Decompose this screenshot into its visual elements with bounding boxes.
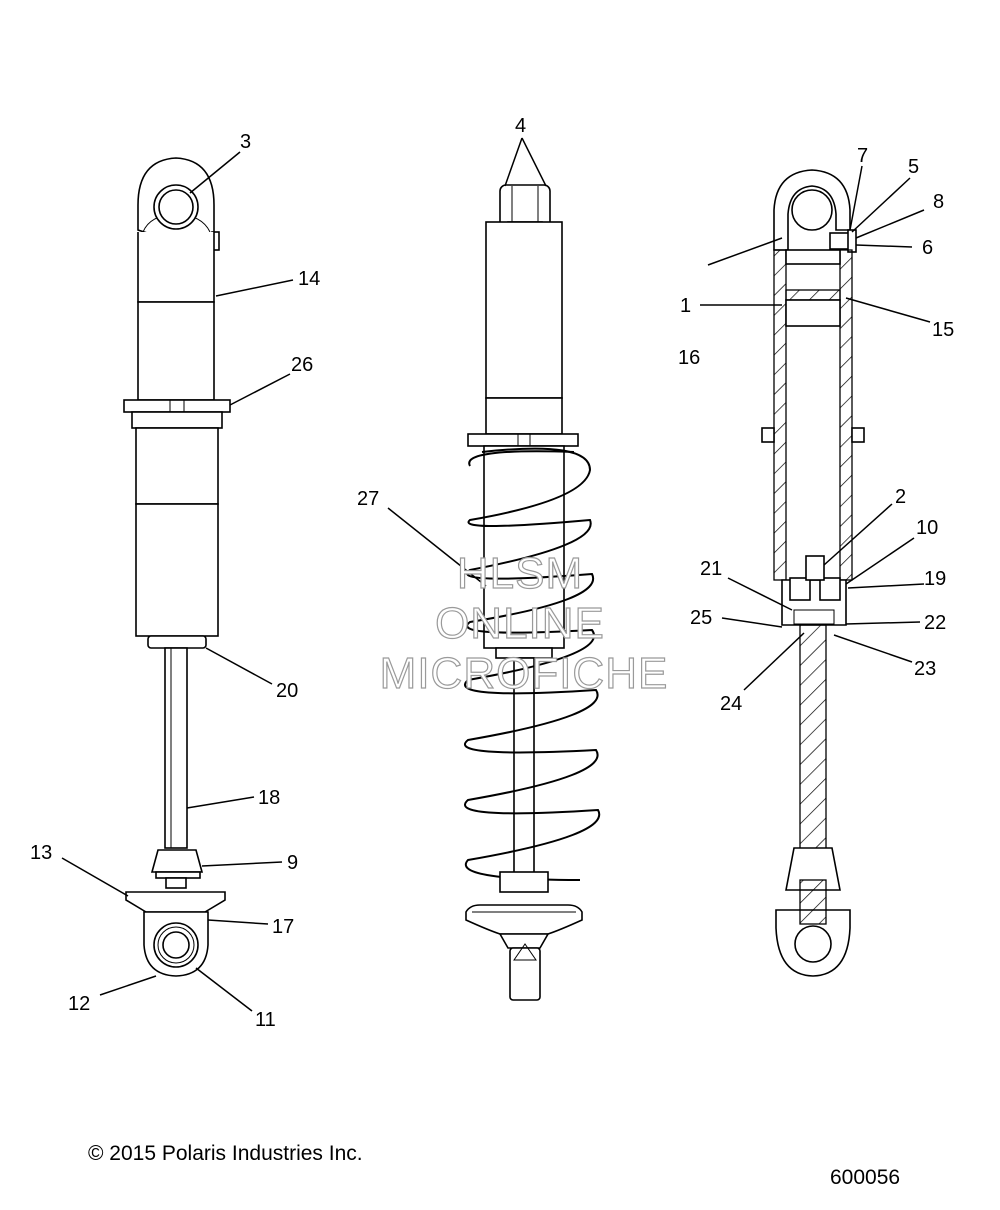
callout-9: 9 (287, 852, 298, 874)
callout-15: 15 (932, 319, 954, 341)
callout-25: 25 (690, 607, 712, 629)
callout-27: 27 (357, 488, 379, 510)
callout-13: 13 (30, 842, 52, 864)
callout-17: 17 (272, 916, 294, 938)
callout-19: 19 (924, 568, 946, 590)
watermark-line2: ONLINE (435, 599, 605, 648)
left-shock-exterior (123, 157, 231, 977)
callout-3: 3 (240, 131, 251, 153)
copyright-text: © 2015 Polaris Industries Inc. (88, 1142, 363, 1165)
callout-21: 21 (700, 558, 722, 580)
callout-14: 14 (298, 268, 320, 290)
callout-22: 22 (924, 612, 946, 634)
watermark-line3: MICROFICHE (380, 649, 669, 698)
callout-2: 2 (895, 486, 906, 508)
callout-7: 7 (857, 145, 868, 167)
callout-1: 1 (680, 295, 691, 317)
watermark: HLSM ONLINE MICROFICHE (379, 548, 669, 698)
center-shock-with-spring (464, 184, 601, 1001)
callout-5: 5 (908, 156, 919, 178)
callout-24: 24 (720, 693, 742, 715)
callout-26: 26 (291, 354, 313, 376)
watermark-line1: HLSM (457, 549, 583, 598)
callout-8: 8 (933, 191, 944, 213)
callout-12: 12 (68, 993, 90, 1015)
callout-16: 16 (678, 347, 700, 369)
right-shock-cross-section (761, 169, 865, 977)
callout-labels: 3 14 26 20 18 9 13 17 12 11 4 27 7 5 8 6… (30, 115, 954, 1031)
callout-20: 20 (276, 680, 298, 702)
callout-18: 18 (258, 787, 280, 809)
drawing-number: 600056 (830, 1166, 900, 1189)
callout-4: 4 (515, 115, 526, 137)
callout-10: 10 (916, 517, 938, 539)
callout-23: 23 (914, 658, 936, 680)
callout-6: 6 (922, 237, 933, 259)
callout-11: 11 (255, 1009, 276, 1031)
leader-lines (61, 137, 931, 1012)
